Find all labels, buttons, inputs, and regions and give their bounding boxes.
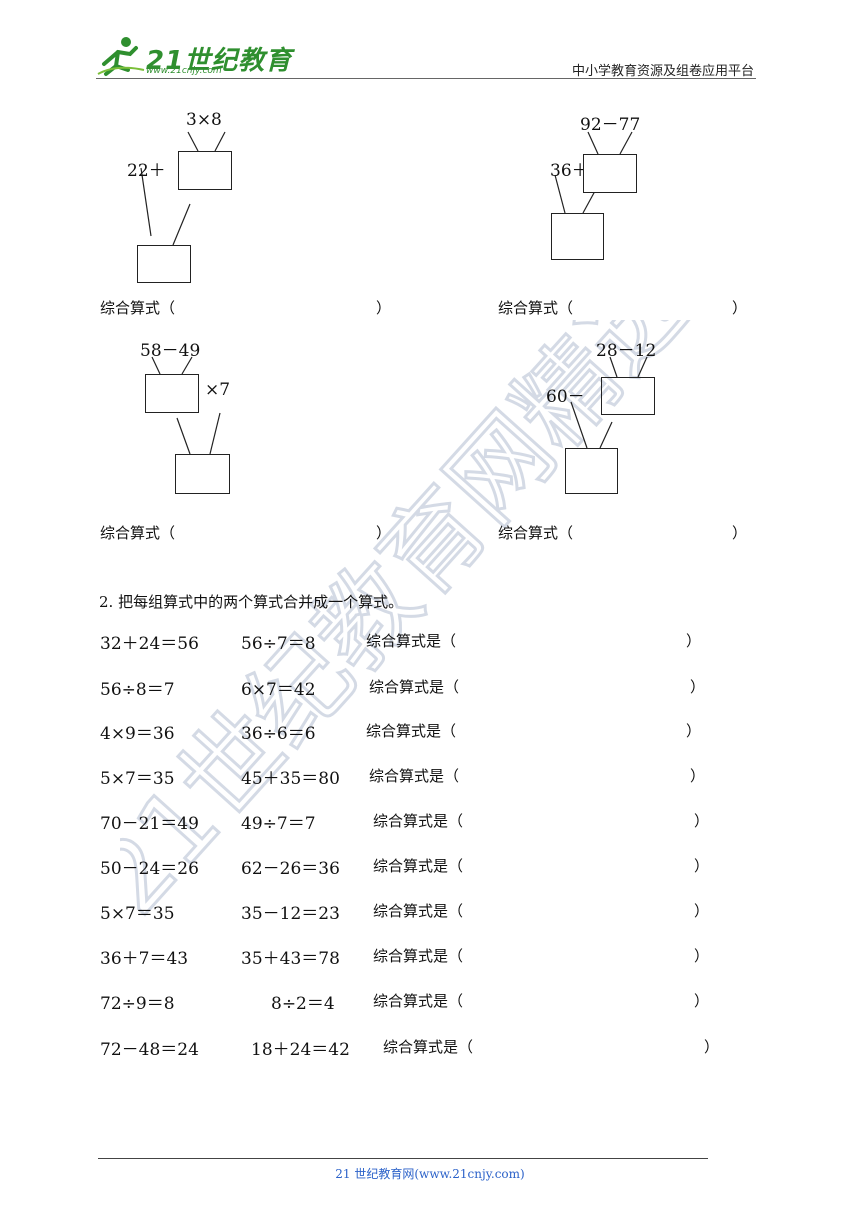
watermark-text: 21世纪教育网精选资料: [120, 320, 820, 936]
row5-eq-b: 49÷7＝7: [241, 814, 316, 834]
row2-eq-a: 56÷8＝7: [100, 680, 175, 700]
footer-link[interactable]: 21 世纪教育网(www.21cnjy.com): [335, 1167, 525, 1181]
row8-eq-b: 35＋43＝78: [241, 949, 340, 969]
tree3-top-expression: 58－49: [140, 341, 201, 361]
row3-eq-a: 4×9＝36: [100, 724, 175, 744]
zonghe-label-2: 综合算式（: [498, 299, 574, 317]
tree3-side-operand: ×7: [205, 380, 231, 400]
platform-title: 中小学教育资源及组卷应用平台: [571, 64, 754, 79]
zonghe-close-1: ）: [376, 299, 392, 317]
header-divider: [96, 78, 756, 79]
tree2-result-box[interactable]: [551, 213, 604, 260]
row5-answer-label: 综合算式是（: [373, 812, 464, 830]
row7-eq-b: 35－12＝23: [241, 904, 340, 924]
runner-logo-icon: [96, 34, 256, 78]
brand-url: www.21cnjy.com: [146, 66, 222, 76]
row9-eq-b: 8÷2＝4: [271, 994, 335, 1014]
row5-close: ）: [694, 812, 710, 830]
row1-eq-a: 32＋24＝56: [100, 634, 199, 654]
row4-eq-b: 45＋35＝80: [241, 769, 340, 789]
row9-answer-label: 综合算式是（: [373, 992, 464, 1010]
zonghe-label-4: 综合算式（: [498, 524, 574, 542]
row10-eq-a: 72－48＝24: [100, 1040, 199, 1060]
tree1-top-expression: 3×8: [186, 110, 222, 130]
row10-close: ）: [704, 1038, 720, 1056]
tree2-left-operand: 36＋: [550, 161, 589, 181]
tree1-left-operand: 22＋: [127, 161, 166, 181]
footer-divider: [98, 1158, 708, 1159]
row3-answer-label: 综合算式是（: [366, 722, 457, 740]
row10-answer-label: 综合算式是（: [383, 1038, 474, 1056]
tree4-result-box[interactable]: [565, 448, 618, 494]
tree2-upper-box[interactable]: [583, 154, 637, 193]
row1-close: ）: [686, 632, 702, 650]
row8-eq-a: 36＋7＝43: [100, 949, 189, 969]
tree1-result-box[interactable]: [137, 245, 191, 283]
row1-answer-label: 综合算式是（: [366, 632, 457, 650]
section2-title: 2. 把每组算式中的两个算式合并成一个算式。: [99, 593, 404, 611]
tree4-upper-box[interactable]: [601, 377, 655, 415]
row2-eq-b: 6×7＝42: [241, 680, 316, 700]
zonghe-close-3: ）: [376, 524, 392, 542]
zonghe-label-3: 综合算式（: [100, 524, 176, 542]
row3-eq-b: 36÷6＝6: [241, 724, 316, 744]
row8-answer-label: 综合算式是（: [373, 947, 464, 965]
row6-close: ）: [694, 857, 710, 875]
row5-eq-a: 70－21＝49: [100, 814, 199, 834]
row2-answer-label: 综合算式是（: [369, 678, 460, 696]
row1-eq-b: 56÷7＝8: [241, 634, 316, 654]
row4-eq-a: 5×7＝35: [100, 769, 175, 789]
row4-close: ）: [690, 767, 706, 785]
tree4-left-operand: 60－: [546, 387, 585, 407]
tree2-top-expression: 92－77: [580, 115, 641, 135]
tree3-upper-box[interactable]: [145, 374, 199, 413]
row9-eq-a: 72÷9＝8: [100, 994, 175, 1014]
tree4-top-expression: 28－12: [596, 341, 657, 361]
row2-close: ）: [690, 678, 706, 696]
row10-eq-b: 18＋24＝42: [251, 1040, 350, 1060]
row7-eq-a: 5×7＝35: [100, 904, 175, 924]
row4-answer-label: 综合算式是（: [369, 767, 460, 785]
row9-close: ）: [694, 992, 710, 1010]
row6-eq-a: 50－24＝26: [100, 859, 199, 879]
row7-close: ）: [694, 902, 710, 920]
tree1-upper-box[interactable]: [178, 151, 232, 190]
brand-name: 21世纪教育: [146, 46, 293, 76]
zonghe-label-1: 综合算式（: [100, 299, 176, 317]
zonghe-close-2: ）: [732, 299, 748, 317]
zonghe-close-4: ）: [732, 524, 748, 542]
row8-close: ）: [694, 947, 710, 965]
tree3-result-box[interactable]: [175, 454, 230, 494]
row3-close: ）: [686, 722, 702, 740]
row6-eq-b: 62－26＝36: [241, 859, 340, 879]
row7-answer-label: 综合算式是（: [373, 902, 464, 920]
row6-answer-label: 综合算式是（: [373, 857, 464, 875]
watermark: 21世纪教育网精选资料: [120, 320, 820, 938]
